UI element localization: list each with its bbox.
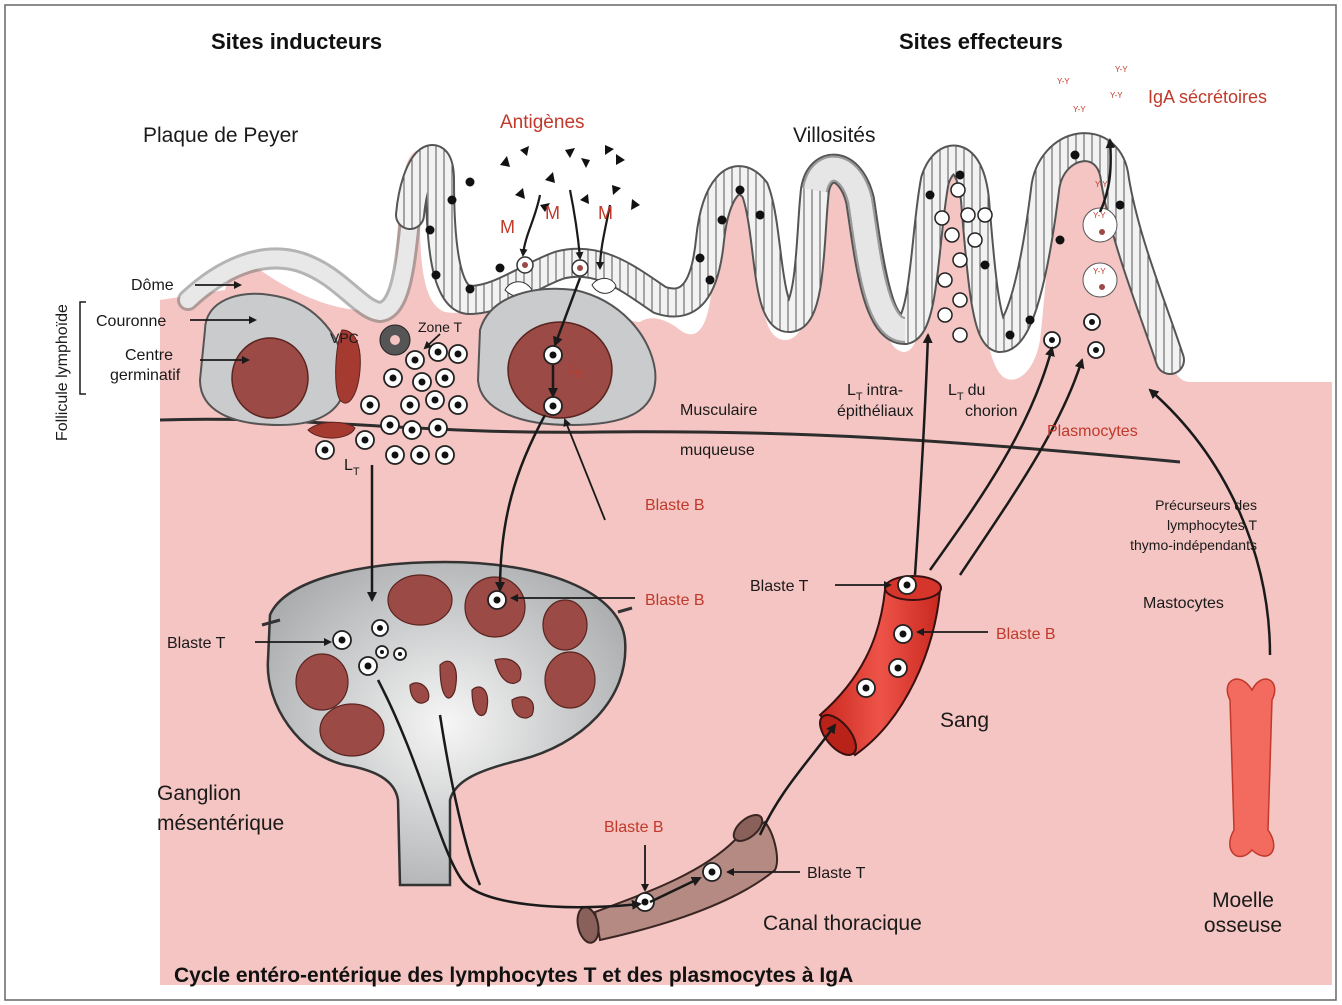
heading-effector-sites: Sites effecteurs [899,29,1063,54]
label-secretory-iga: IgA sécrétoires [1148,87,1267,107]
iga-mark: Y-Y [1115,65,1128,74]
label-muscularis: Musculaire [680,402,757,419]
iga-mark: Y-Y [1093,211,1106,220]
label-precursors-line3: thymo-indépendants [1130,537,1257,553]
label-blast-b-3: Blaste B [996,626,1056,643]
label-plasmocytes: Plasmocytes [1047,423,1138,440]
label-mesenteric-node-line1: Ganglion [157,782,241,805]
label-dome: Dôme [131,277,174,294]
label-m-cell: M [545,203,560,223]
label-blast-b-4: Blaste B [604,819,664,836]
label-mesenteric-node-line2: mésentérique [157,812,284,835]
figure-caption: Cycle entéro-entérique des lymphocytes T… [174,964,853,987]
label-germinal-center-line2: germinatif [110,367,181,384]
label-bone-marrow-line2: osseuse [1204,914,1282,937]
label-blast-t-3: Blaste T [807,865,866,882]
label-antigens: Antigènes [500,112,585,133]
label-m-cell: M [500,217,515,237]
heading-inductive-sites: Sites inducteurs [211,29,382,54]
label-m-cell: M [598,203,613,223]
bone-marrow-icon [1227,679,1274,856]
label-precursors-line2: lymphocytes T [1167,517,1257,533]
label-thoracic-duct: Canal thoracique [763,912,922,935]
iga-mark: Y-Y [1057,77,1070,86]
label-bone-marrow-line1: Moelle [1212,889,1274,912]
label-lt-chorion-line2: chorion [965,403,1017,420]
label-blast-t-2: Blaste T [750,578,809,595]
label-lymphoid-follicle: Follicule lymphoïde [54,304,71,441]
label-crown: Couronne [96,313,166,330]
label-peyer-patch: Plaque de Peyer [143,124,298,147]
label-precursors-line1: Précurseurs des [1155,497,1257,513]
iga-mark: Y-Y [1073,105,1086,114]
label-mucosa: muqueuse [680,442,755,459]
iga-mark: Y-Y [1093,267,1106,276]
label-villi: Villosités [793,124,875,147]
label-mastocytes: Mastocytes [1143,595,1224,612]
label-lt-intraepithelial-line2: épithéliaux [837,403,914,420]
iga-mark: Y-Y [1110,91,1123,100]
label-blood: Sang [940,709,989,732]
label-germinal-center-line1: Centre [125,347,173,364]
label-blast-t-1: Blaste T [167,635,226,652]
label-vpc: VPC [330,330,359,346]
label-t-zone: Zone T [418,319,463,335]
label-blast-b-1: Blaste B [645,497,705,514]
iga-mark: Y-Y [1095,180,1108,189]
label-blast-b-2: Blaste B [645,592,705,609]
